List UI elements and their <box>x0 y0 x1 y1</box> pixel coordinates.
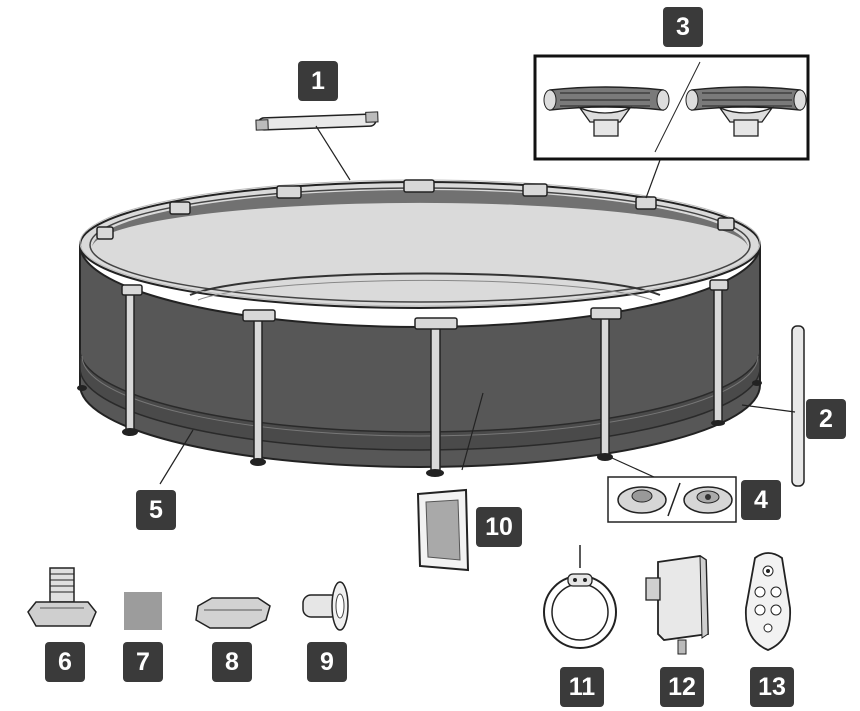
vertical-leg-part <box>791 325 805 487</box>
leader-lines <box>159 125 796 485</box>
label-badge-2: 2 <box>806 399 846 439</box>
leg-cap-part <box>607 476 737 523</box>
label-badge-6: 6 <box>45 642 85 682</box>
label-badge-3: 3 <box>663 7 703 47</box>
label-badge-7: 7 <box>123 642 163 682</box>
label-badge-12: 12 <box>660 667 704 707</box>
filter-screen-part <box>416 488 470 572</box>
remote-control-part <box>745 552 791 651</box>
led-light-ring-part <box>543 545 617 649</box>
t-joint-part <box>533 54 810 161</box>
inlet-strainer-part <box>302 581 349 631</box>
drain-cap-part <box>195 597 271 629</box>
label-badge-5: 5 <box>136 490 176 530</box>
label-badge-1: 1 <box>298 61 338 101</box>
label-badge-13: 13 <box>750 667 794 707</box>
repair-patch-part <box>124 592 162 630</box>
power-adapter-part <box>645 555 709 655</box>
label-badge-4: 4 <box>741 480 781 520</box>
pool-legs <box>77 279 762 477</box>
drain-connector-part <box>27 567 97 627</box>
label-badge-11: 11 <box>560 667 604 707</box>
label-badge-8: 8 <box>212 642 252 682</box>
pool <box>77 179 762 477</box>
label-badge-9: 9 <box>307 642 347 682</box>
rail-clips <box>96 179 735 240</box>
label-badge-10: 10 <box>476 507 522 547</box>
